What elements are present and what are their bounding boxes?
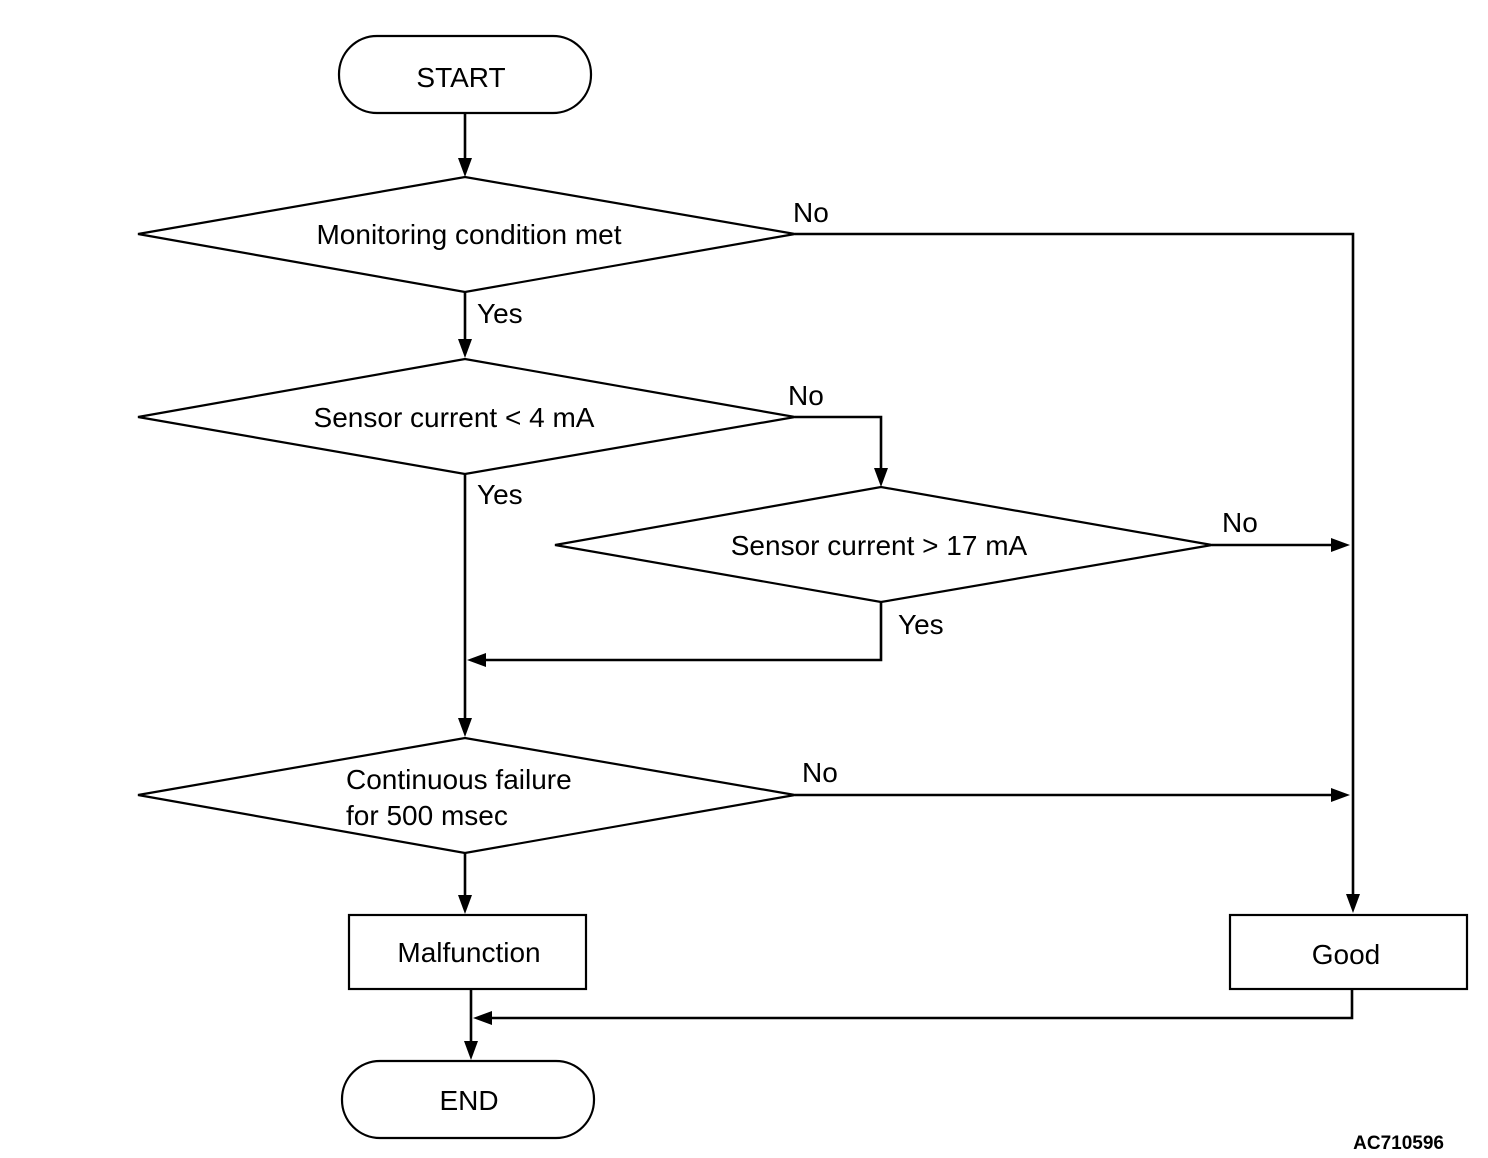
decision-sensor-high bbox=[554, 485, 1213, 604]
arrowheads bbox=[458, 158, 1360, 1060]
edge-label-monitoring-yes: Yes bbox=[477, 298, 523, 329]
edge-label-sensor-low-yes: Yes bbox=[477, 479, 523, 510]
process-malfunction bbox=[347, 913, 588, 991]
good-label: Good bbox=[1312, 939, 1381, 970]
arrowhead bbox=[874, 468, 888, 487]
edge-label-sensor-low-no: No bbox=[788, 380, 824, 411]
edge-label-sensor-high-no: No bbox=[1222, 507, 1258, 538]
start-label: START bbox=[416, 62, 505, 93]
end-label: END bbox=[439, 1085, 498, 1116]
decision-continuous bbox=[137, 736, 796, 855]
arrowhead bbox=[458, 158, 472, 177]
arrowhead bbox=[1331, 788, 1350, 802]
start-terminal bbox=[337, 34, 593, 115]
arrowhead bbox=[458, 718, 472, 737]
figure-code: AC710596 bbox=[1353, 1133, 1444, 1154]
arrowhead bbox=[458, 895, 472, 914]
sensor-high-label: Sensor current > 17 mA bbox=[731, 530, 1028, 561]
edge-good-end bbox=[490, 989, 1354, 1020]
edge-label-continuous-no: No bbox=[802, 757, 838, 788]
arrowhead bbox=[1331, 538, 1350, 552]
connectors bbox=[463, 113, 1355, 1043]
process-good bbox=[1228, 913, 1469, 991]
sensor-low-label: Sensor current < 4 mA bbox=[314, 402, 595, 433]
arrowhead bbox=[467, 653, 486, 667]
continuous-label-line1: Continuous failure bbox=[346, 764, 572, 795]
arrowhead bbox=[464, 1041, 478, 1060]
edge-sensor-low-no bbox=[795, 415, 883, 470]
edge-monitoring-no bbox=[795, 232, 1355, 896]
continuous-label-line2: for 500 msec bbox=[346, 800, 508, 831]
decision-monitoring bbox=[137, 175, 796, 294]
arrowhead bbox=[458, 339, 472, 358]
decision-sensor-low bbox=[137, 357, 796, 476]
arrowhead bbox=[473, 1011, 492, 1025]
edge-label-sensor-high-yes: Yes bbox=[898, 609, 944, 640]
edge-sensor-high-yes bbox=[484, 602, 883, 662]
arrowhead bbox=[1346, 894, 1360, 913]
end-terminal bbox=[340, 1059, 596, 1140]
monitoring-label: Monitoring condition met bbox=[316, 219, 621, 250]
edge-label-monitoring-no: No bbox=[793, 197, 829, 228]
malfunction-label: Malfunction bbox=[397, 937, 540, 968]
